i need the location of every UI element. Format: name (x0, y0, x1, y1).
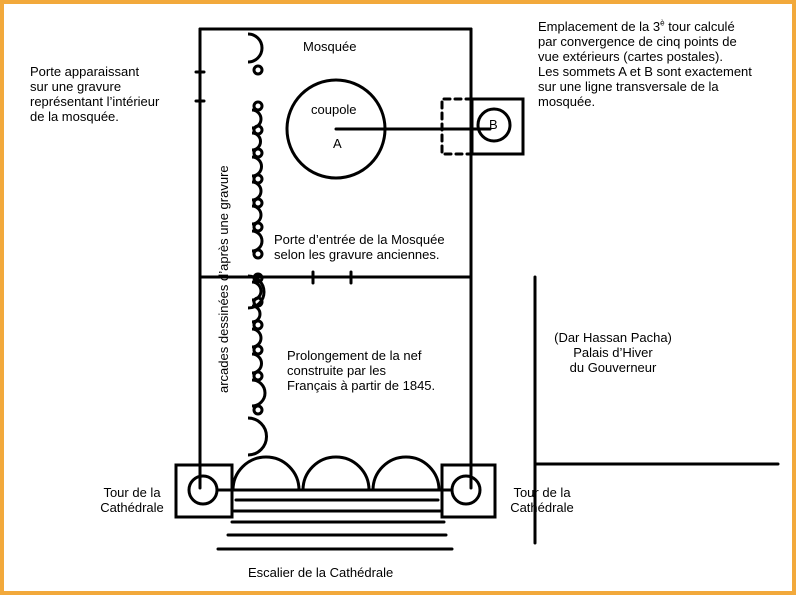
arcade-arch (251, 327, 263, 349)
point-a-label: A (333, 136, 342, 151)
arcade-pillar (252, 404, 264, 416)
arcade-arch (251, 204, 263, 226)
porte-entree-note: Porte d’entrée de la Mosquée selon les g… (274, 232, 445, 262)
escalier-label: Escalier de la Cathédrale (248, 565, 394, 580)
right-tower-circle (450, 474, 482, 506)
arcade-arch (251, 352, 263, 375)
third-tower-square (470, 97, 525, 156)
arcade-arch (251, 304, 262, 324)
coupole-label: coupole (311, 102, 357, 117)
arcade-arch (251, 155, 263, 178)
point-b-label: B (489, 117, 498, 132)
arcade-arch (251, 229, 264, 253)
facade-arch (301, 455, 371, 492)
arcade-arch (251, 280, 263, 302)
arcade-pillar (252, 272, 264, 284)
arcades-label: arcades dessinées d’après une gravure (216, 165, 231, 393)
arcade-arch (251, 378, 267, 408)
third-tower-dashed-outline (440, 97, 474, 156)
arcade-arch (251, 180, 263, 202)
arcade-pillar (252, 100, 264, 112)
emplacement-tour-note: Emplacement de la 3è tour calculé par co… (538, 18, 752, 109)
arcade-arch (251, 108, 263, 130)
arcade-arch (247, 32, 264, 64)
third-tower-circle (476, 107, 512, 143)
arcade-arch (251, 131, 262, 152)
tour-cathedrale-gauche-label: Tour de la Cathédrale (100, 485, 164, 515)
arcade-pillar (252, 64, 264, 76)
arcades-column (247, 32, 268, 457)
mosquee-label: Mosquée (303, 39, 357, 54)
facade-arch (371, 455, 441, 492)
left-tower-circle (187, 474, 219, 506)
facade-arch (231, 455, 301, 492)
tour-cathedrale-droite-label: Tour de la Cathédrale (510, 485, 574, 515)
porte-gravure-note: Porte apparaissant sur une gravure repré… (30, 64, 160, 124)
prolongement-nef-note: Prolongement de la nef construite par le… (287, 348, 436, 393)
arcade-arch (247, 416, 268, 457)
palais-gouverneur-label: (Dar Hassan Pacha) Palais d’Hiver du Gou… (554, 330, 672, 375)
